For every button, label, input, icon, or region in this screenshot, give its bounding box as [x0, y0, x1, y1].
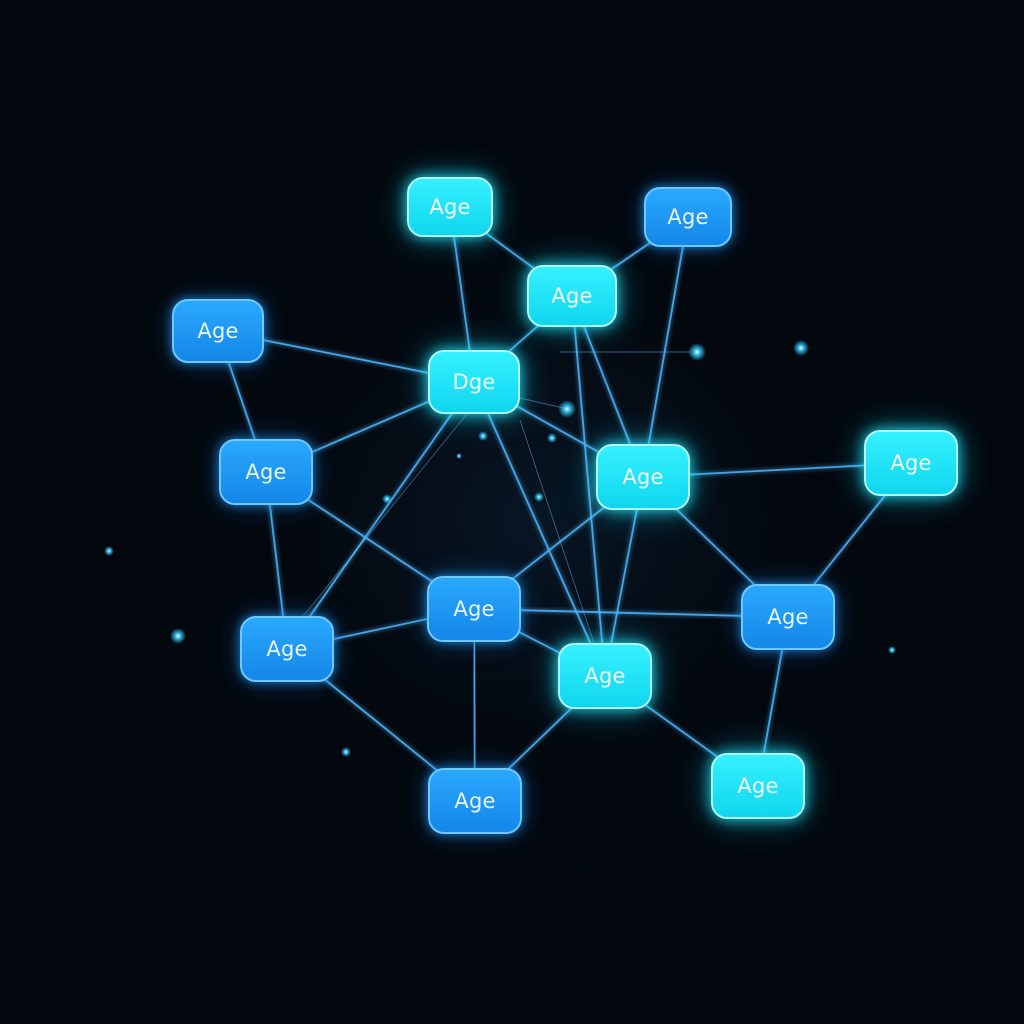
glow-particle-1 — [688, 343, 706, 361]
node-12[interactable]: Age — [558, 643, 652, 709]
faint-connector-2 — [299, 409, 471, 621]
node-10[interactable]: Age — [240, 616, 334, 682]
edge-n5-n10 — [286, 381, 475, 650]
edge-n2-n7 — [642, 216, 689, 478]
node-3[interactable]: Age — [527, 265, 617, 327]
node-4[interactable]: Age — [172, 299, 264, 363]
node-5[interactable]: Dge — [428, 350, 520, 414]
node-8[interactable]: Age — [864, 430, 958, 496]
glow-particle-8 — [456, 453, 462, 459]
glow-particle-11 — [341, 747, 351, 757]
node-6[interactable]: Age — [219, 439, 313, 505]
node-14[interactable]: Age — [711, 753, 805, 819]
edge-n5-n12 — [473, 381, 606, 677]
glow-particle-2 — [793, 340, 809, 356]
node-9[interactable]: Age — [427, 576, 521, 642]
node-2[interactable]: Age — [644, 187, 732, 247]
glow-particle-3 — [558, 400, 576, 418]
edge-n9-n11 — [473, 608, 789, 618]
glow-particle-6 — [534, 492, 544, 502]
glow-particle-12 — [888, 646, 896, 654]
glow-particle-4 — [547, 433, 557, 443]
node-1[interactable]: Age — [407, 177, 493, 237]
glow-particle-9 — [104, 546, 114, 556]
node-13[interactable]: Age — [428, 768, 522, 834]
node-11[interactable]: Age — [741, 584, 835, 650]
faint-connector-3 — [519, 419, 606, 677]
glow-particle-5 — [478, 431, 488, 441]
edge-n7-n12 — [604, 476, 644, 677]
glow-particle-10 — [170, 628, 186, 644]
glow-particle-7 — [382, 494, 392, 504]
node-7[interactable]: Age — [596, 444, 690, 510]
